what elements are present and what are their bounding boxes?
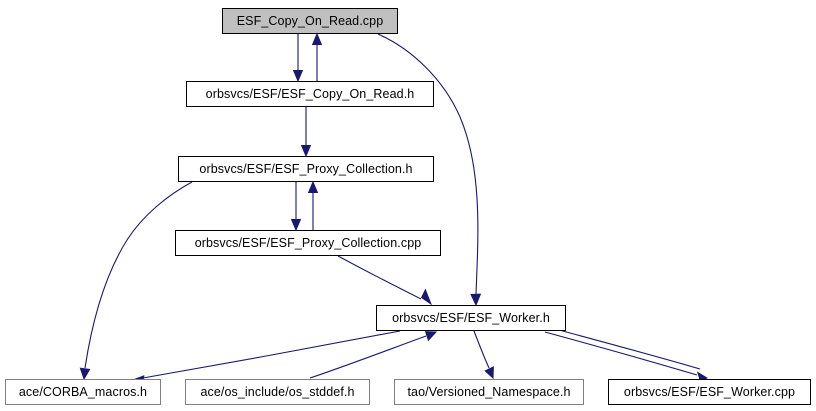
- graph-node-orbsvcs_esf_worker_h[interactable]: orbsvcs/ESF/ESF_Worker.h: [376, 305, 566, 331]
- graph-edge-orbsvcs_esf_copy_on_read_h-to-orbsvcs_esf_proxy_collection_h: [300, 107, 312, 158]
- graph-edge-esf_copy_on_read_cpp-to-orbsvcs_esf_copy_on_read_h: [292, 34, 304, 83]
- graph-edge-orbsvcs_esf_copy_on_read_h-to-esf_copy_on_read_cpp: [311, 32, 323, 81]
- graph-edge-orbsvcs_esf_proxy_collection_cpp-to-orbsvcs_esf_worker_h: [337, 255, 433, 306]
- graph-node-label: orbsvcs/ESF/ESF_Proxy_Collection.h: [199, 161, 413, 176]
- edge-arrowhead: [290, 219, 302, 232]
- graph-edge-orbsvcs_esf_worker_h-to-tao_versioned_namespace_h: [473, 330, 494, 380]
- graph-edge-orbsvcs_esf_worker_h-to-orbsvcs_esf_worker_cpp: [544, 331, 709, 382]
- graph-node-label: orbsvcs/ESF/ESF_Worker.cpp: [623, 384, 796, 399]
- edge-arrowhead: [300, 145, 312, 158]
- edge-arrowhead: [307, 180, 319, 193]
- graph-node-label: orbsvcs/ESF/ESF_Copy_On_Read.h: [205, 86, 415, 101]
- graph-node-orbsvcs_esf_worker_cpp[interactable]: orbsvcs/ESF/ESF_Worker.cpp: [608, 379, 811, 405]
- edge-arrowhead: [420, 288, 433, 306]
- graph-node-ace_corba_macros_h[interactable]: ace/CORBA_macros.h: [5, 379, 161, 405]
- graph-node-orbsvcs_esf_proxy_collection_h[interactable]: orbsvcs/ESF/ESF_Proxy_Collection.h: [178, 156, 434, 182]
- graph-node-ace_os_include_os_stddef_h[interactable]: ace/os_include/os_stddef.h: [185, 379, 370, 405]
- graph-node-label: ESF_Copy_On_Read.cpp: [236, 13, 384, 28]
- edge-arrowhead: [292, 70, 304, 83]
- edge-arrowhead: [311, 32, 323, 45]
- edge-arrowhead: [484, 366, 494, 380]
- graph-edge-orbsvcs_esf_proxy_collection_h-to-orbsvcs_esf_proxy_collection_cpp: [290, 182, 302, 232]
- graph-edge-orbsvcs_esf_proxy_collection_cpp-to-orbsvcs_esf_proxy_collection_h: [307, 180, 319, 230]
- graph-node-orbsvcs_esf_proxy_collection_cpp[interactable]: orbsvcs/ESF/ESF_Proxy_Collection.cpp: [175, 230, 441, 256]
- graph-edge-orbsvcs_esf_proxy_collection_h-to-ace_corba_macros_h: [79, 181, 193, 381]
- graph-edge-ace_os_include_os_stddef_h-to-orbsvcs_esf_worker_h: [309, 331, 438, 379]
- graph-node-label: orbsvcs/ESF/ESF_Worker.h: [392, 310, 550, 325]
- graph-node-label: tao/Versioned_Namespace.h: [407, 384, 571, 399]
- edge-arrowhead: [470, 293, 482, 307]
- graph-node-label: ace/CORBA_macros.h: [18, 384, 148, 399]
- graph-edge-orbsvcs_esf_worker_h-to-ace_corba_macros_h: [131, 330, 401, 386]
- graph-node-orbsvcs_esf_copy_on_read_h[interactable]: orbsvcs/ESF/ESF_Copy_On_Read.h: [186, 81, 434, 107]
- graph-node-label: ace/os_include/os_stddef.h: [200, 384, 355, 399]
- edge-arrowhead: [424, 331, 438, 342]
- graph-node-tao_versioned_namespace_h[interactable]: tao/Versioned_Namespace.h: [394, 379, 584, 405]
- graph-node-esf_copy_on_read_cpp[interactable]: ESF_Copy_On_Read.cpp: [222, 8, 398, 34]
- edge-arrowhead: [79, 367, 91, 381]
- graph-node-label: orbsvcs/ESF/ESF_Proxy_Collection.cpp: [194, 235, 422, 250]
